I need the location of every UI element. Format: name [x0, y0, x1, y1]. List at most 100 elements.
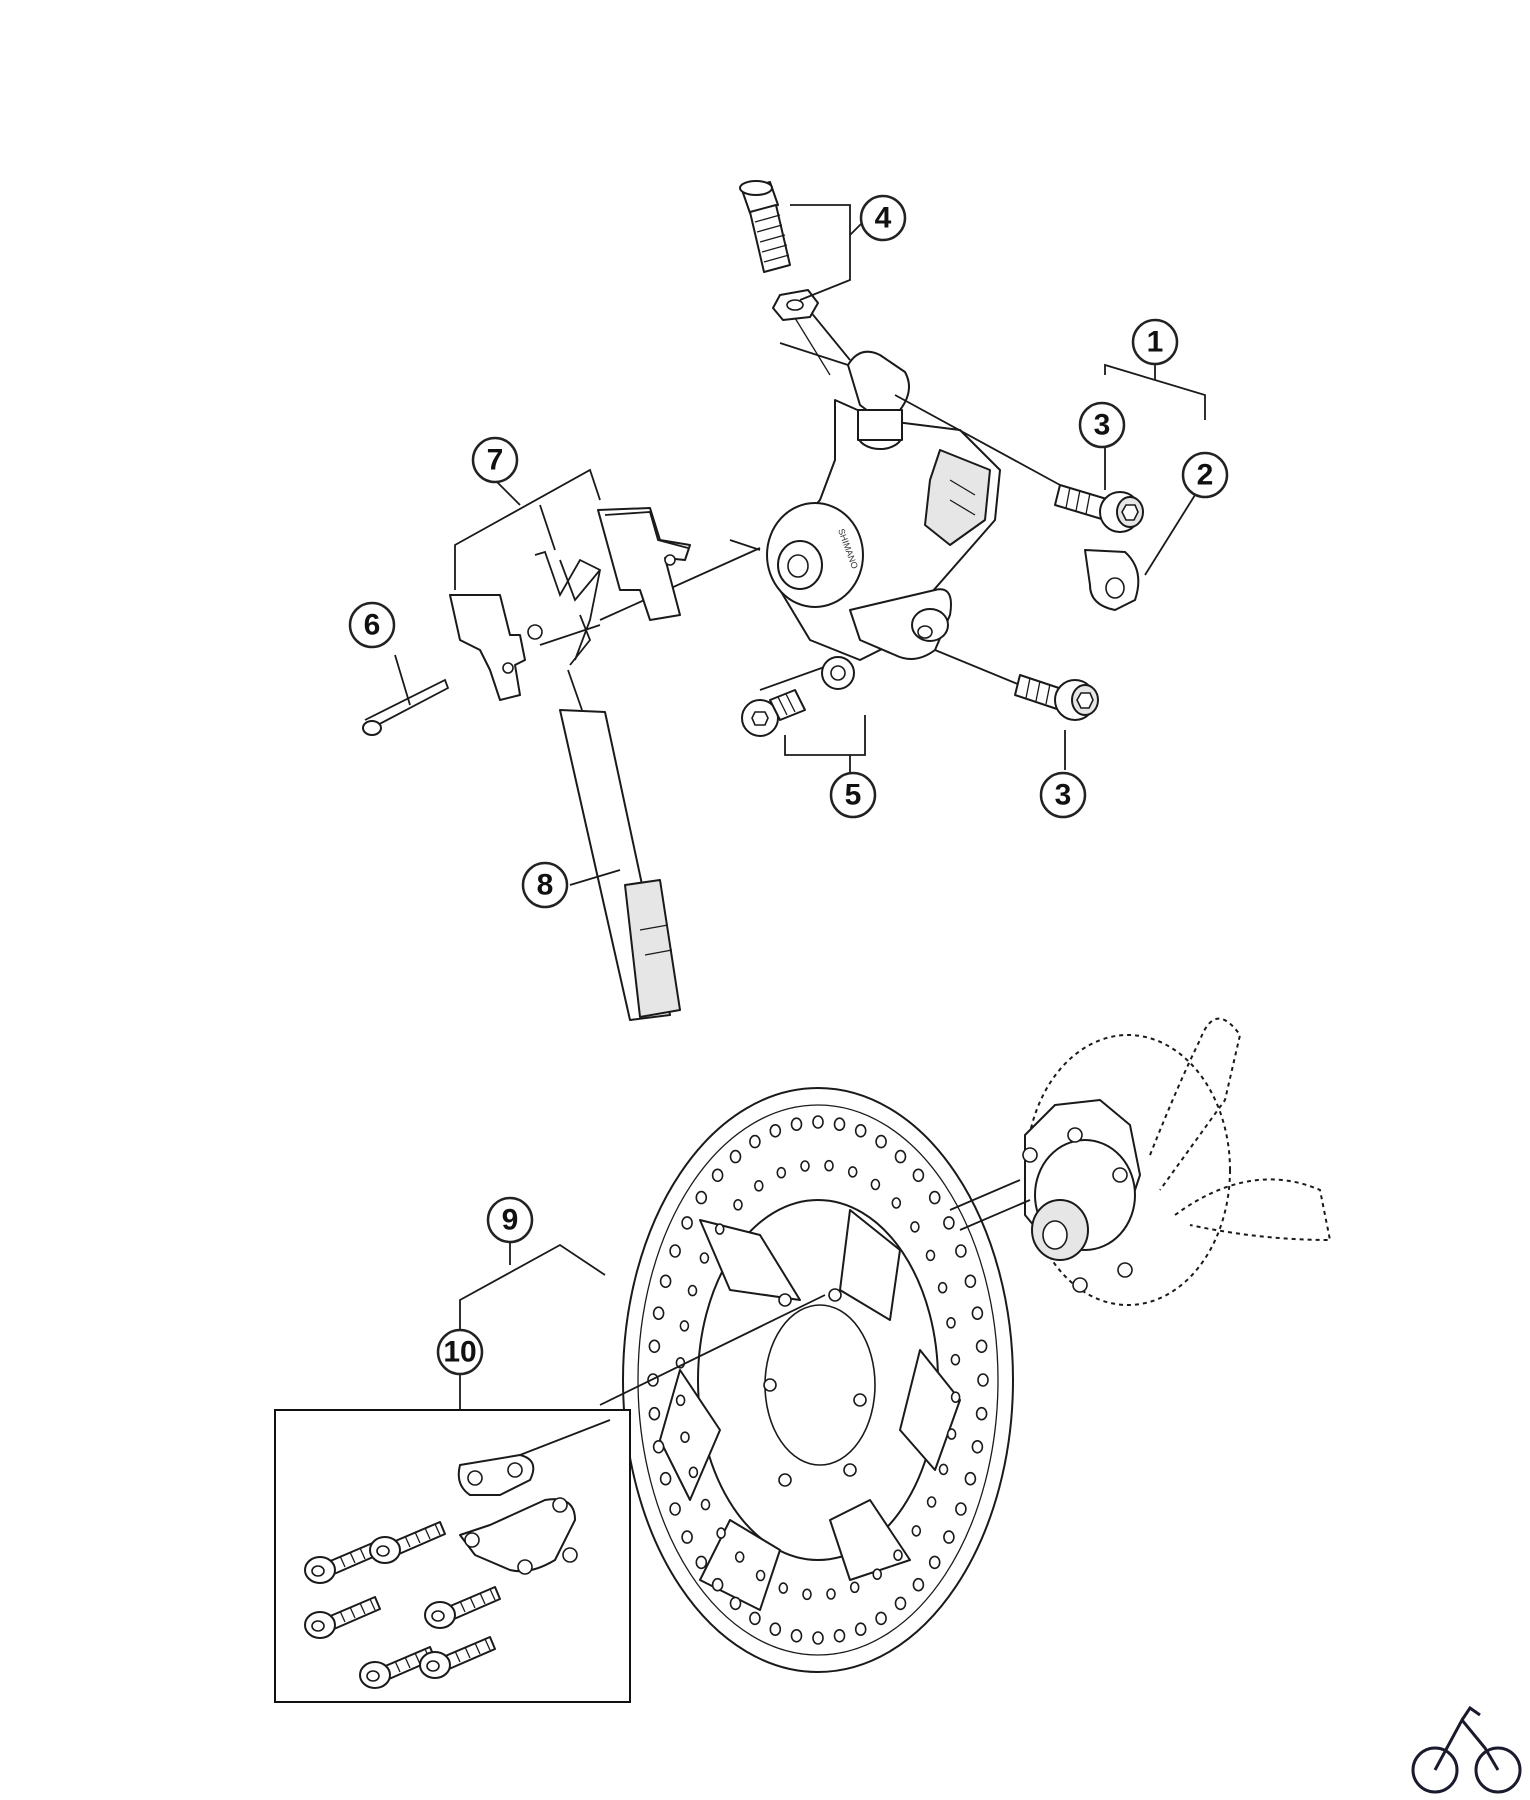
rotor-hole — [971, 1440, 984, 1454]
rotor-hole — [679, 1320, 690, 1332]
rotor-hole — [964, 1471, 977, 1486]
svg-text:2: 2 — [1197, 459, 1214, 492]
rotor-hole — [695, 1190, 708, 1205]
rotor-hole — [734, 1551, 745, 1563]
rotor-hole — [769, 1124, 782, 1138]
rotor-hole — [776, 1166, 787, 1179]
rotor-hole — [669, 1244, 681, 1258]
axis-line — [729, 539, 761, 551]
rotor-bolt — [419, 1636, 496, 1679]
axis-line — [934, 649, 1021, 686]
rotor-hole — [925, 1249, 936, 1262]
rotor-hole — [943, 1216, 955, 1230]
callout-6: 6 — [348, 601, 396, 649]
bracket-4 — [790, 204, 851, 301]
leader-2 — [1144, 494, 1196, 576]
rotor-hole — [681, 1216, 693, 1230]
callout-2: 2 — [1181, 451, 1229, 499]
rotor-hole — [680, 1431, 690, 1443]
rotor-hole — [833, 1629, 846, 1643]
bracket-9 — [459, 1243, 606, 1340]
rotor-hole — [854, 1124, 867, 1138]
rotor-hole — [648, 1339, 661, 1354]
rotor-hole — [769, 1622, 782, 1636]
callout-3-lower: 3 — [1039, 771, 1087, 819]
rotor-hole — [729, 1596, 742, 1611]
svg-text:4: 4 — [875, 202, 892, 235]
rotor-hole — [849, 1581, 860, 1594]
rotor-hole — [928, 1190, 941, 1205]
rotor-hole — [790, 1117, 803, 1131]
brake-pads-set — [449, 507, 691, 701]
axis-line — [539, 624, 601, 646]
rotor-bolts — [304, 1521, 501, 1689]
rotor-hole — [700, 1498, 711, 1511]
rotor-hole — [824, 1159, 834, 1172]
rotor-hole — [926, 1496, 937, 1508]
rotor-hole — [812, 1115, 824, 1129]
svg-text:8: 8 — [537, 869, 554, 902]
rotor-hole — [950, 1391, 961, 1403]
svg-text:9: 9 — [502, 1204, 519, 1237]
bracket-5 — [784, 715, 866, 756]
rotor-hole — [971, 1306, 984, 1320]
svg-text:6: 6 — [364, 609, 381, 642]
bracket-7 — [454, 468, 601, 590]
axis-line — [894, 394, 1061, 486]
rotor-hole — [833, 1117, 846, 1131]
rotor-hole — [955, 1244, 967, 1258]
rotor-hole — [975, 1339, 988, 1354]
rotor-hole — [659, 1274, 672, 1289]
rotor-hole — [800, 1160, 810, 1172]
bicycle-icon — [1411, 1705, 1522, 1794]
rotor-hole — [894, 1596, 907, 1611]
rotor-hole — [778, 1582, 789, 1594]
rotor-bolt — [304, 1541, 381, 1584]
rotor-hole — [699, 1252, 710, 1264]
callout-4: 4 — [859, 194, 907, 242]
leader-8 — [569, 869, 621, 886]
rotor-hole — [714, 1223, 725, 1235]
rotor-hole — [755, 1569, 766, 1582]
rotor-hole — [950, 1353, 961, 1366]
rotor-hole — [894, 1149, 907, 1164]
rotor-hole — [870, 1178, 881, 1191]
svg-text:5: 5 — [845, 779, 862, 812]
svg-text:3: 3 — [1094, 409, 1111, 442]
rotor-hole — [826, 1588, 836, 1600]
disc-rotor — [622, 1087, 1014, 1673]
rotor-hole — [910, 1221, 920, 1233]
rotor-hole — [875, 1134, 887, 1149]
rotor-hole — [688, 1466, 699, 1479]
svg-text:3: 3 — [1055, 779, 1072, 812]
rotor-hole — [652, 1306, 665, 1320]
fixing-bolt-and-washer — [741, 656, 855, 737]
rotor-bolt — [304, 1596, 381, 1639]
rotor-hole — [893, 1549, 903, 1561]
svg-text:1: 1 — [1147, 326, 1164, 359]
rotor-hole — [928, 1555, 941, 1570]
adjust-bolt-and-nut — [739, 180, 831, 376]
rotor-hole — [675, 1394, 686, 1407]
leader-6 — [394, 654, 411, 706]
pad-spacer — [559, 669, 681, 1021]
caliper-body: SHIMANO — [766, 350, 1001, 661]
callout-9: 9 — [486, 1196, 534, 1244]
callout-8: 8 — [521, 861, 569, 909]
rotor-hole — [669, 1502, 681, 1516]
rotor-hole — [912, 1577, 925, 1592]
rotor-hole — [891, 1197, 902, 1209]
callout-10: 10 — [436, 1328, 484, 1376]
rotor-hole — [946, 1317, 956, 1329]
rotor-hole — [648, 1406, 661, 1421]
callout-3-upper: 3 — [1078, 401, 1126, 449]
rotor-hole — [847, 1166, 858, 1178]
rotor-hole — [912, 1168, 925, 1183]
rotor-bolt — [424, 1586, 501, 1629]
leader-7b — [539, 504, 556, 551]
rotor-hole — [911, 1525, 922, 1537]
callout-7: 7 — [471, 436, 519, 484]
leader-7 — [494, 479, 521, 506]
rotor-hole — [729, 1149, 742, 1164]
